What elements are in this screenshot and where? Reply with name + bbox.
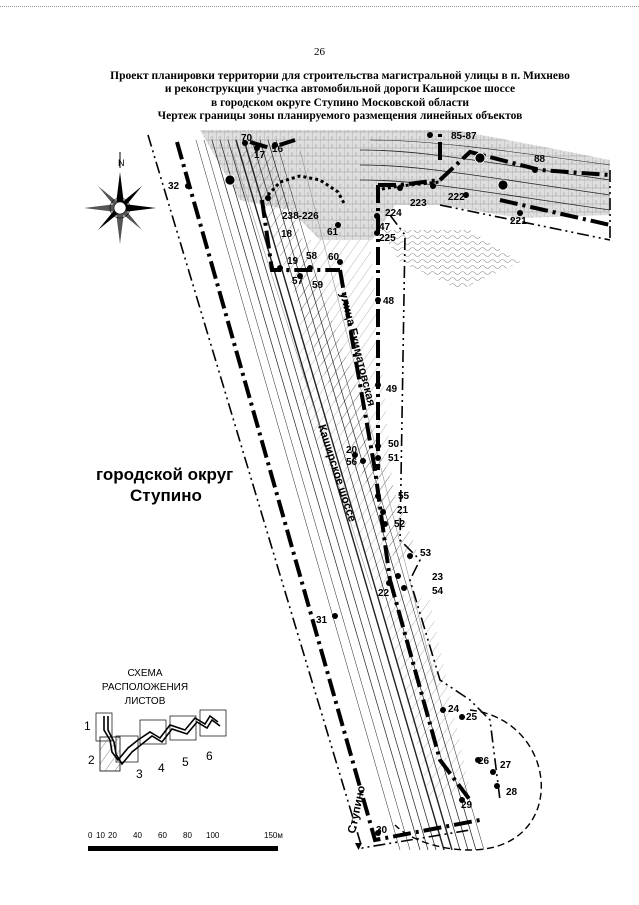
point-label: 52	[394, 519, 406, 530]
point-label: 50	[388, 439, 400, 450]
point-label: 48	[383, 296, 395, 307]
point-label: 222	[448, 192, 465, 203]
scale-tick-80: 80	[183, 831, 192, 840]
point-label: 60	[328, 252, 340, 263]
road-corridor	[195, 139, 485, 851]
outer-boundary	[147, 134, 611, 849]
point-label: 85-87	[451, 131, 477, 142]
point-label: 19	[287, 256, 299, 267]
title-line-3: в городском округе Ступино Московской об…	[210, 96, 469, 109]
title-block: Проект планировки территории для строите…	[40, 70, 639, 124]
point-label: 224	[385, 208, 402, 219]
loop-boundary	[266, 174, 347, 206]
scale-bar: 0 10 20 40 60 80 100 150м	[88, 831, 283, 851]
page-number: 26	[314, 46, 325, 58]
point-label: 25	[466, 712, 478, 723]
point-label: 70	[241, 133, 253, 144]
point-label: 56	[346, 457, 358, 468]
region-label-line-1: городской округ	[96, 465, 233, 484]
point-label: 57	[292, 276, 304, 287]
point-label: 17	[254, 150, 266, 161]
compass-north-label: N	[118, 158, 125, 168]
scale-tick-150: 150м	[264, 831, 283, 840]
scale-tick-0: 0	[88, 831, 93, 840]
point-label: 59	[312, 280, 324, 291]
sheet-number-6: 6	[206, 749, 213, 763]
title-line-2: и реконструкции участка автомобильной до…	[164, 83, 516, 96]
point-label: 223	[410, 198, 427, 209]
compass-rose-icon	[84, 152, 156, 244]
scale-tick-40: 40	[133, 831, 142, 840]
point-label: 21	[397, 505, 409, 516]
region-label-line-2: Ступино	[130, 486, 202, 505]
point-label: 16	[272, 144, 284, 155]
point-labels: 70 17 16 85-87 88 32 238-226 18 61 47 22…	[168, 131, 546, 836]
point-label: 47	[379, 222, 391, 233]
sheet-number-5: 5	[182, 755, 189, 769]
scale-tick-60: 60	[158, 831, 167, 840]
point-label: 18	[281, 229, 293, 240]
point-label: 26	[478, 756, 490, 767]
scale-tick-100: 100	[206, 831, 220, 840]
point-label: 24	[448, 704, 460, 715]
sheet-number-2: 2	[88, 753, 95, 767]
turning-circle	[394, 709, 542, 851]
point-label: 225	[379, 233, 396, 244]
scale-tick-20: 20	[108, 831, 117, 840]
point-label: 51	[388, 453, 400, 464]
sheet-number-3: 3	[136, 767, 143, 781]
sheet-number-4: 4	[158, 761, 165, 775]
title-line-4: Чертеж границы зоны планируемого размеще…	[157, 110, 523, 123]
point-label: 61	[327, 227, 339, 238]
point-label: 30	[376, 825, 388, 836]
north-arrow-marker	[355, 843, 362, 850]
point-label: 221	[510, 216, 527, 227]
point-label: 32	[168, 181, 180, 192]
point-label: 238-226	[282, 211, 319, 222]
point-label: 23	[432, 572, 444, 583]
point-label: 29	[461, 800, 473, 811]
scale-tick-10: 10	[96, 831, 105, 840]
scheme-title-line-3: ЛИСТОВ	[125, 696, 166, 707]
scheme-title-line-1: СХЕМА	[128, 668, 163, 679]
sheet-number-1: 1	[84, 719, 91, 733]
top-rule	[0, 6, 639, 7]
point-label: 55	[398, 491, 410, 502]
point-label: 88	[534, 154, 546, 165]
point-label: 58	[306, 251, 318, 262]
point-label: 22	[378, 588, 390, 599]
scheme-title-line-2: РАСПОЛОЖЕНИЯ	[102, 682, 188, 693]
sheet-layout-scheme: СХЕМА РАСПОЛОЖЕНИЯ ЛИСТОВ 1 2 3 4 5 6	[84, 668, 227, 781]
point-label: 20	[346, 445, 358, 456]
point-label: 27	[500, 760, 512, 771]
point-label: 49	[386, 384, 398, 395]
circled-markers	[224, 152, 509, 191]
boundary-points	[185, 132, 538, 836]
terrain-layer	[200, 130, 610, 800]
point-label: 54	[432, 586, 444, 597]
point-label: 28	[506, 787, 518, 798]
point-label: 31	[316, 615, 328, 626]
title-line-1: Проект планировки территории для строите…	[110, 70, 570, 82]
point-label: 53	[420, 548, 432, 559]
